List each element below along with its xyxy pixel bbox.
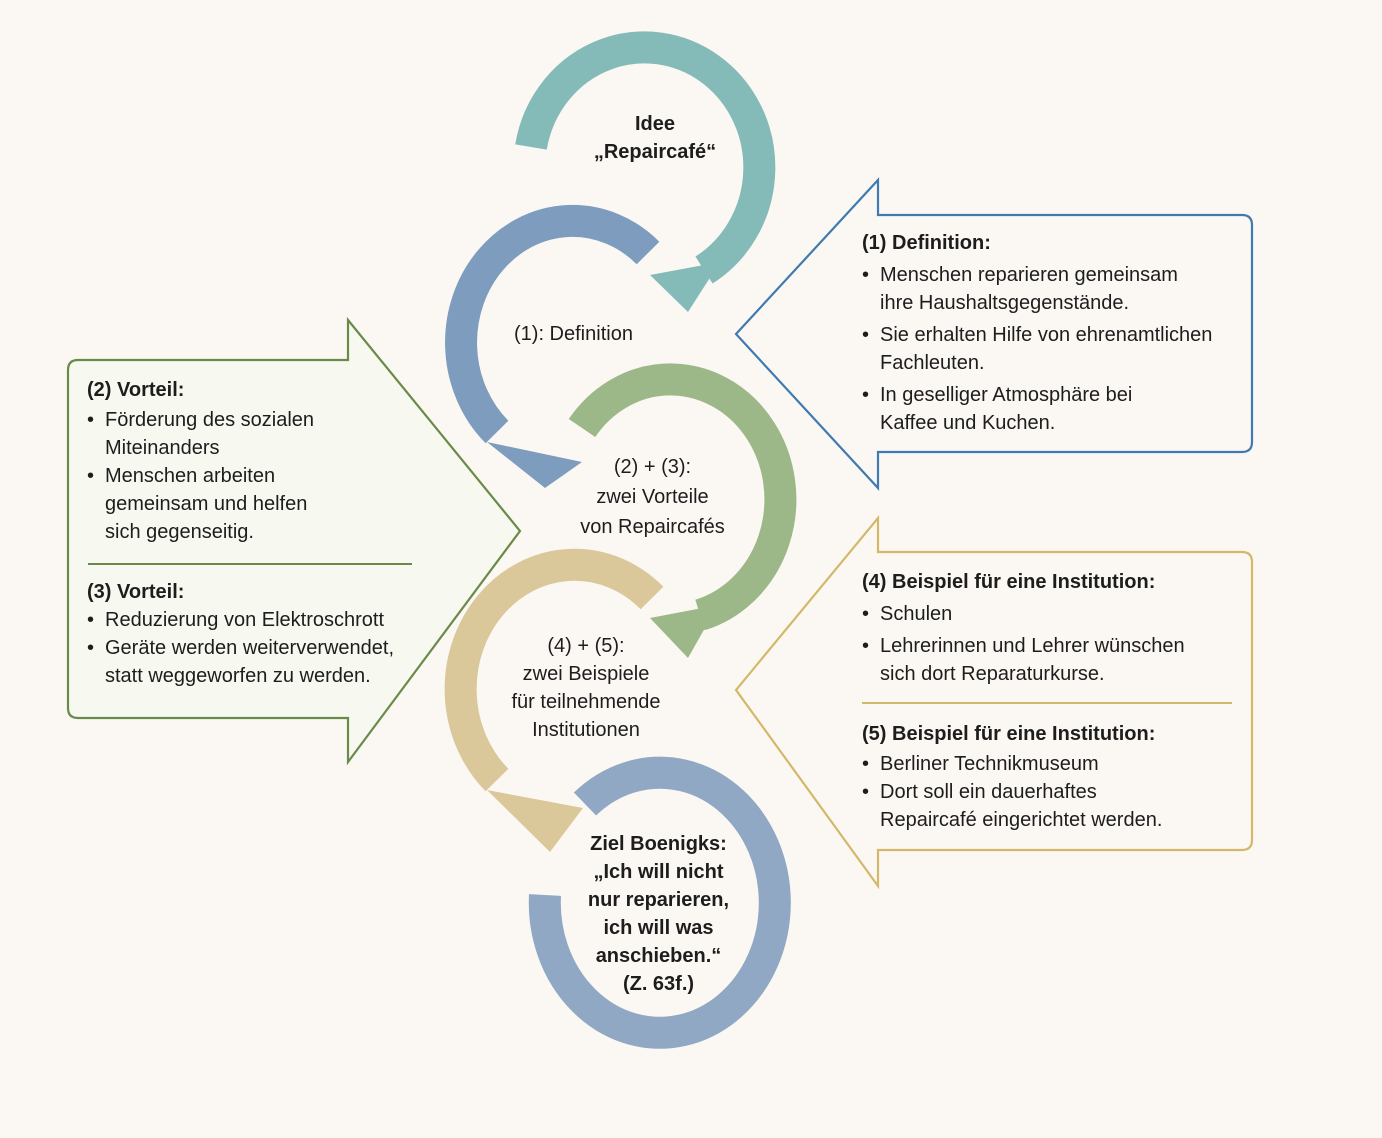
beispiele-line3: für teilnehmende xyxy=(511,691,661,713)
vorteil3-item-1: Reduzierung von Elektroschrott xyxy=(87,606,427,634)
beispiele-label: (4) + (5): zwei Beispiele für teilnehmen… xyxy=(496,632,676,744)
beispiel4-item-1: Schulen xyxy=(862,600,1242,628)
beispiel5-item-1: Berliner Technikmuseum xyxy=(862,750,1242,778)
ziel-line3: nur reparieren, xyxy=(587,889,730,911)
definition-item-2-line1: Sie erhalten Hilfe von ehrenamtlichen xyxy=(880,324,1213,346)
beispiel5-item-2-line1: Dort soll ein dauerhaftes xyxy=(880,781,1097,803)
beispiele-line1: (4) + (5): xyxy=(547,635,625,657)
arc-vorteile xyxy=(568,363,797,658)
arc-idee xyxy=(515,31,776,312)
definition-item-2-line2: Fachleuten. xyxy=(880,352,985,374)
beispiel4-item-2-line1: Lehrerinnen und Lehrer wünschen xyxy=(880,635,1185,657)
definition-box: (1) Definition: Menschen reparieren geme… xyxy=(862,229,1242,441)
definition-label: (1): Definition xyxy=(514,323,633,345)
vorteil2-section: (2) Vorteil: Förderung des sozialen Mite… xyxy=(87,376,427,546)
ziel-label: Ziel Boenigks: „Ich will nicht nur repar… xyxy=(566,830,751,998)
vorteil2-item-1-line2: Miteinanders xyxy=(105,437,220,459)
vorteile-line3: von Repaircafés xyxy=(580,516,725,538)
definition-heading: (1) Definition: xyxy=(862,232,991,254)
definition-item-2: Sie erhalten Hilfe von ehrenamtlichen Fa… xyxy=(862,321,1242,377)
ziel-line4: ich will was xyxy=(603,917,714,939)
idee-line2: „Repaircafé“ xyxy=(593,141,717,163)
vorteil3-section: (3) Vorteil: Reduzierung von Elektroschr… xyxy=(87,578,427,690)
vorteile-line2: zwei Vorteile xyxy=(596,486,709,508)
beispiel4-heading: (4) Beispiel für eine Institution: xyxy=(862,571,1156,593)
arc-definition xyxy=(445,204,660,488)
idee-label: Idee „Repaircafé“ xyxy=(560,110,750,166)
definition-item-3: In geselliger Atmosphäre bei Kaffee und … xyxy=(862,381,1242,437)
ziel-line2: „Ich will nicht xyxy=(593,861,724,883)
beispiele-line2: zwei Beispiele xyxy=(522,663,650,685)
vorteil2-heading: (2) Vorteil: xyxy=(87,379,185,401)
arc-beispiele xyxy=(444,548,664,852)
vorteil3-item-2: Geräte werden weiterverwendet, statt weg… xyxy=(87,634,427,690)
beispiel5-item-1-line1: Berliner Technikmuseum xyxy=(880,753,1099,775)
vorteil2-item-1-line1: Förderung des sozialen xyxy=(105,409,315,431)
vorteile-label: (2) + (3): zwei Vorteile von Repaircafés xyxy=(560,453,745,541)
ziel-line1: Ziel Boenigks: xyxy=(590,833,727,855)
beispiel4-item-1-line1: Schulen xyxy=(880,603,953,625)
vorteil2-item-2: Menschen arbeiten gemeinsam und helfen s… xyxy=(87,462,427,546)
vorteil3-item-2-line1: Geräte werden weiterverwendet, xyxy=(105,637,395,659)
vorteil2-item-2-line1: Menschen arbeiten xyxy=(105,465,276,487)
beispiel4-section: (4) Beispiel für eine Institution: Schul… xyxy=(862,568,1242,692)
definition-item-1: Menschen reparieren gemeinsam ihre Haush… xyxy=(862,261,1242,317)
beispiel5-item-2-line2: Repaircafé eingerichtet werden. xyxy=(880,809,1163,831)
vorteile-line1: (2) + (3): xyxy=(613,456,692,478)
definition-item-3-line1: In geselliger Atmosphäre bei xyxy=(880,384,1133,406)
beispiel5-heading: (5) Beispiel für eine Institution: xyxy=(862,723,1156,745)
vorteil2-item-1: Förderung des sozialen Miteinanders xyxy=(87,406,427,462)
beispiel4-item-2: Lehrerinnen und Lehrer wünschen sich dor… xyxy=(862,632,1242,688)
beispiele-line4: Institutionen xyxy=(532,719,640,741)
vorteil3-item-2-line2: statt weggeworfen zu werden. xyxy=(105,665,371,687)
vorteil3-item-1-line1: Reduzierung von Elektroschrott xyxy=(105,609,385,631)
definition-item-3-line2: Kaffee und Kuchen. xyxy=(880,412,1056,434)
vorteil2-item-2-line3: sich gegenseitig. xyxy=(105,521,254,543)
vorteil3-heading: (3) Vorteil: xyxy=(87,581,185,603)
definition-item-1-line1: Menschen reparieren gemeinsam xyxy=(880,264,1178,286)
ziel-line6: (Z. 63f.) xyxy=(622,973,695,995)
vorteil2-item-2-line2: gemeinsam und helfen xyxy=(105,493,308,515)
idee-line1: Idee xyxy=(634,113,676,135)
beispiel5-item-2: Dort soll ein dauerhaftes Repaircafé ein… xyxy=(862,778,1242,834)
beispiel5-section: (5) Beispiel für eine Institution: Berli… xyxy=(862,720,1242,834)
ziel-line5: anschieben.“ xyxy=(595,945,722,967)
arc-ziel xyxy=(528,756,791,1049)
definition-item-1-line2: ihre Haushaltsgegenstände. xyxy=(880,292,1130,314)
beispiel4-item-2-line2: sich dort Reparaturkurse. xyxy=(880,663,1105,685)
